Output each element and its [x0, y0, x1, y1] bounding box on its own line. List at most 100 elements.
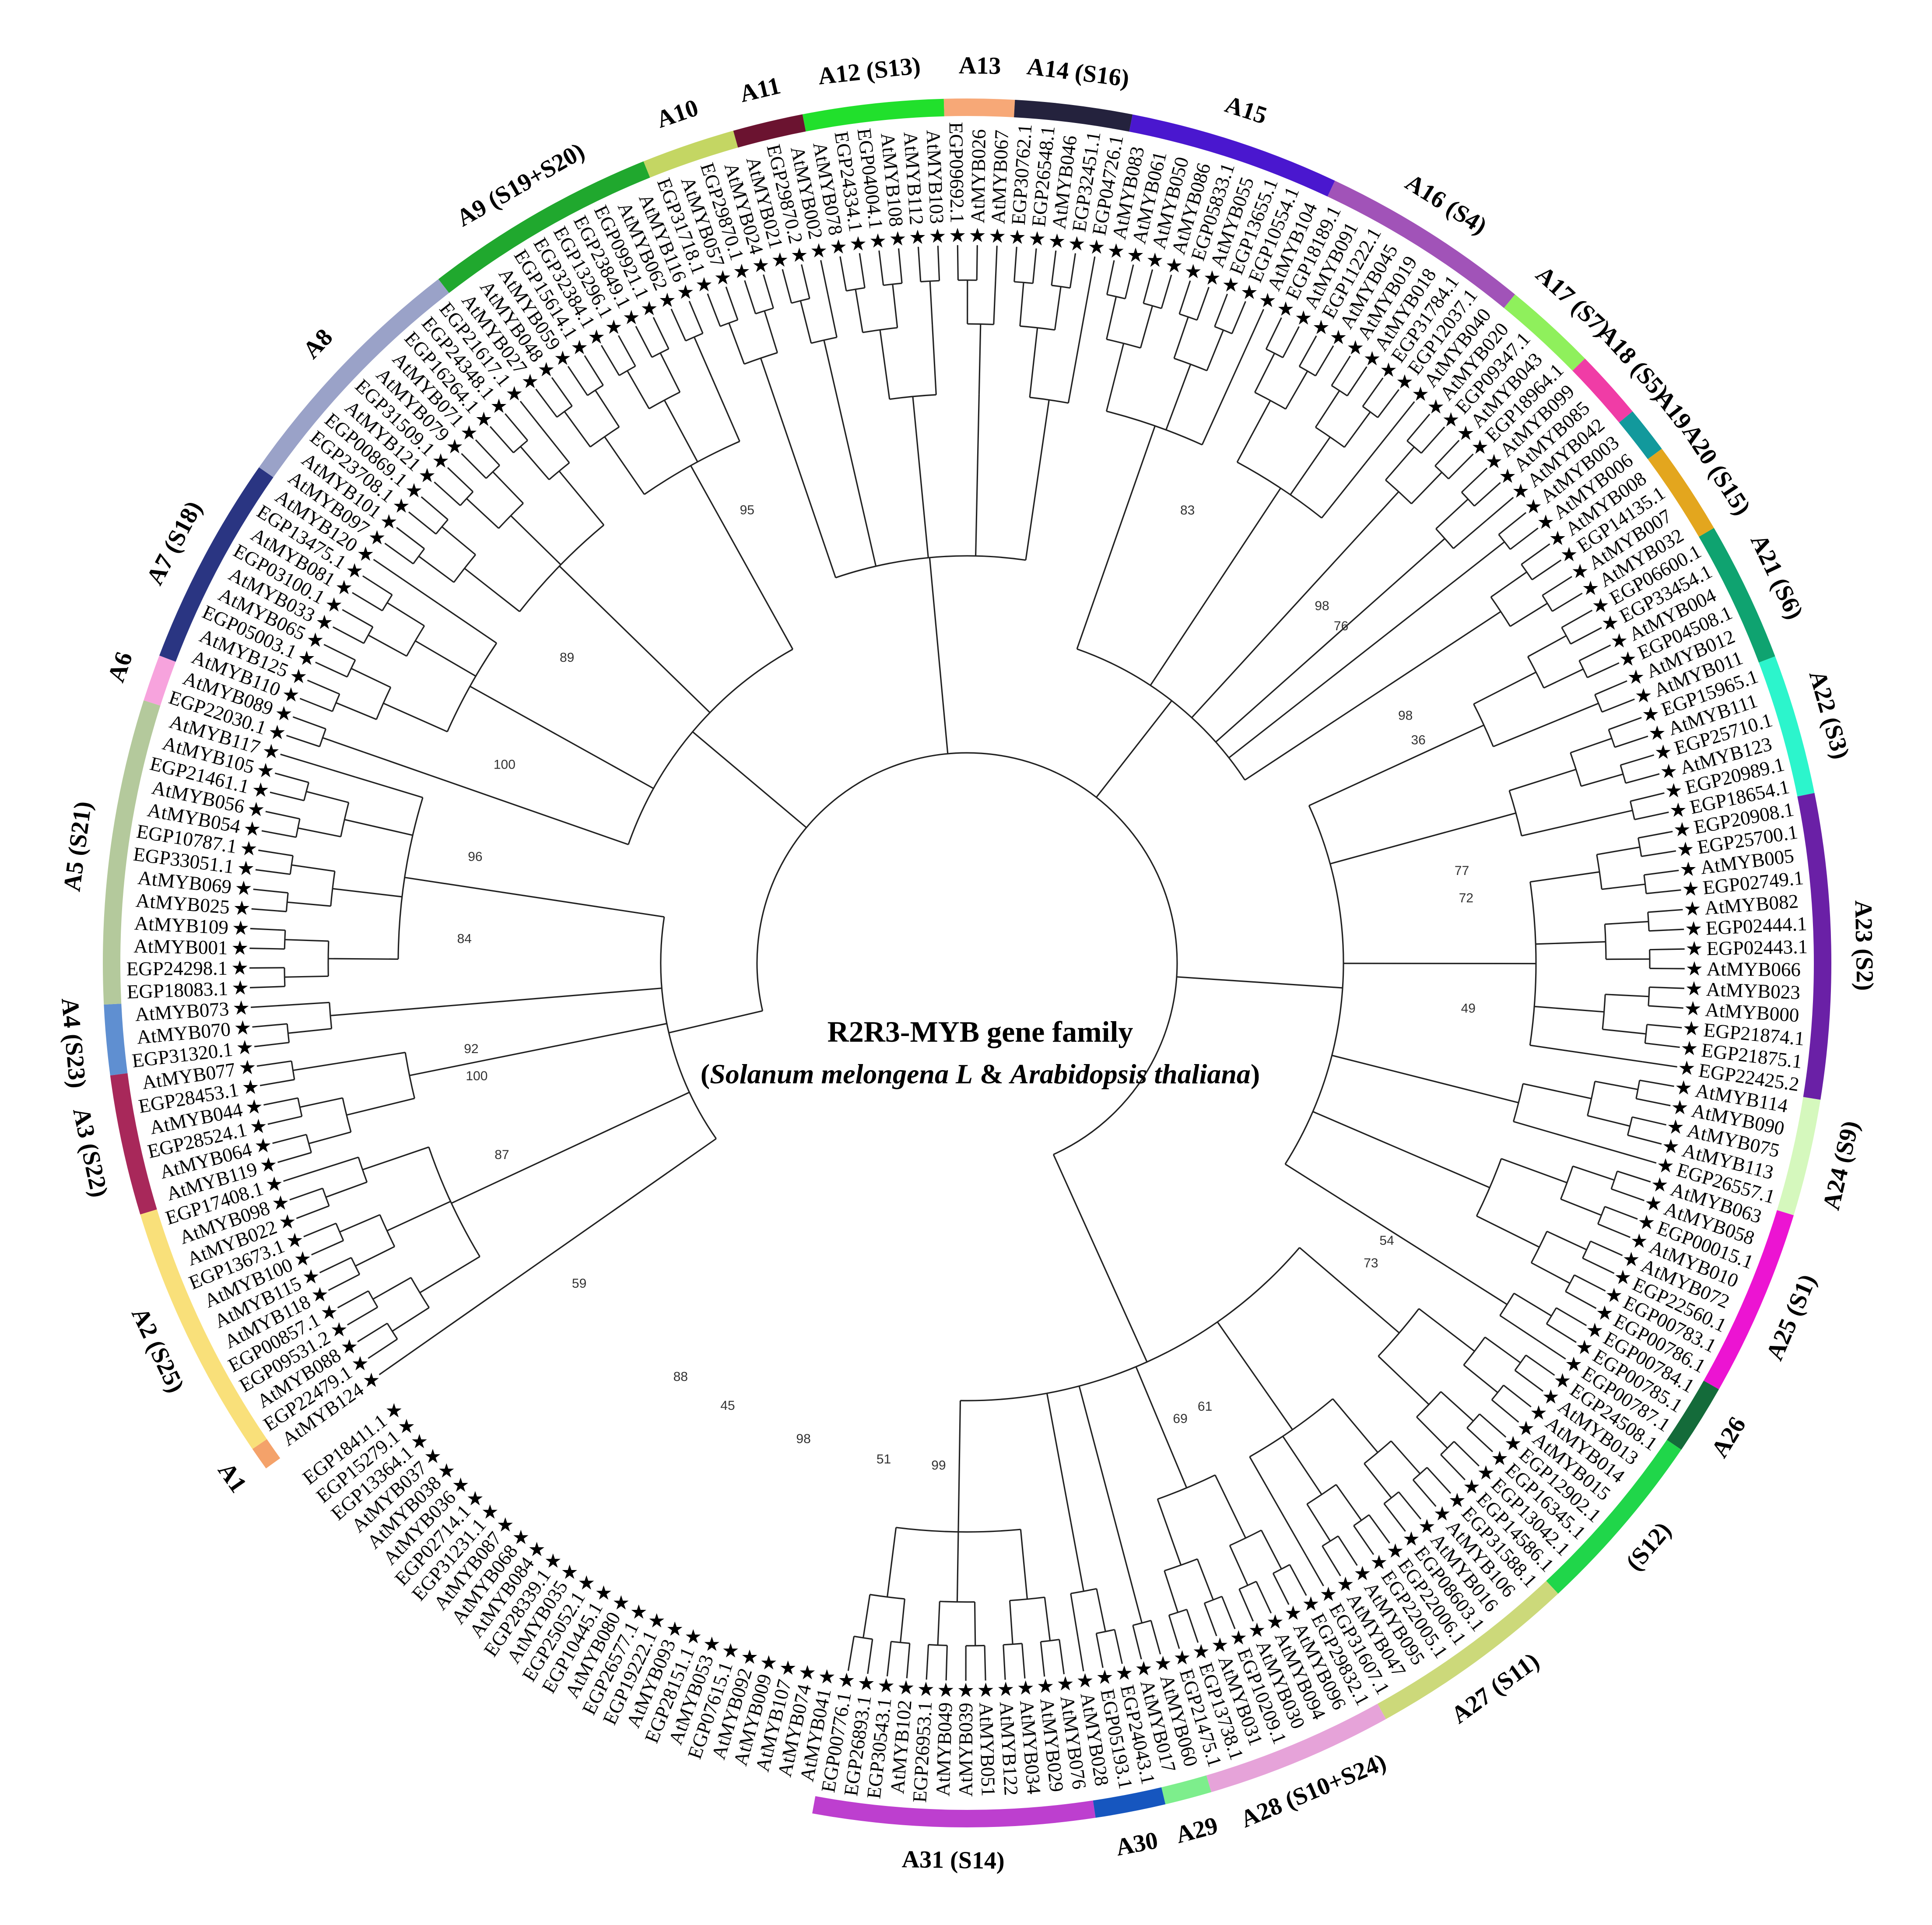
branch [1590, 1240, 1623, 1256]
branch [1453, 1441, 1480, 1467]
branch [1077, 1637, 1084, 1672]
solanum-marker: ★ [1601, 612, 1619, 634]
branch [347, 1307, 378, 1326]
branch [407, 1329, 444, 1356]
branch [1069, 253, 1076, 288]
branch [1503, 1384, 1532, 1408]
branch [339, 1214, 380, 1233]
branch [319, 1257, 352, 1274]
clade-arc [110, 1073, 157, 1215]
arabidopsis-marker: ★ [957, 1679, 975, 1701]
branch [384, 543, 414, 565]
branch [1282, 326, 1300, 358]
branch [1186, 1609, 1199, 1643]
leaf-label: AtMYB026 [967, 129, 990, 224]
arabidopsis-marker: ★ [1635, 685, 1652, 706]
arabidopsis-marker: ★ [989, 225, 1006, 247]
solanum-marker: ★ [231, 977, 249, 999]
branch [801, 264, 810, 299]
branch [1312, 1111, 1490, 1188]
solanum-marker: ★ [346, 560, 363, 582]
arabidopsis-marker: ★ [1337, 1573, 1354, 1595]
branch [1029, 327, 1038, 398]
branch [421, 496, 449, 520]
branch [1582, 1258, 1615, 1274]
branch [379, 1354, 409, 1376]
branch [519, 524, 604, 612]
arabidopsis-marker: ★ [1146, 249, 1164, 271]
branch [1513, 1293, 1552, 1317]
bootstrap-value: 99 [931, 1458, 946, 1473]
branch [1602, 698, 1635, 713]
branch [846, 287, 865, 292]
leaf-label: AtMYB039 [955, 1703, 977, 1797]
solanum-marker: ★ [1678, 1057, 1695, 1079]
branch [541, 428, 570, 464]
clade-arc [1797, 793, 1831, 1100]
arabidopsis-marker: ★ [521, 370, 539, 392]
solanum-marker: ★ [1009, 226, 1026, 248]
branch [1178, 280, 1191, 314]
branch [1556, 1307, 1587, 1326]
arabidopsis-marker: ★ [1427, 396, 1445, 418]
branch [1284, 805, 1344, 1165]
solanum-marker: ★ [475, 408, 492, 430]
arabidopsis-marker: ★ [977, 1679, 995, 1701]
solanum-marker: ★ [1665, 780, 1683, 802]
branch [351, 1257, 361, 1275]
solanum-marker: ★ [733, 260, 750, 282]
bootstrap-value: 59 [572, 1276, 586, 1291]
arabidopsis-marker: ★ [1683, 898, 1701, 920]
branch [1344, 411, 1371, 448]
solanum-marker: ★ [1230, 1627, 1247, 1649]
arabidopsis-marker: ★ [1248, 1619, 1266, 1641]
branch [1285, 371, 1308, 410]
clade-arc [1648, 449, 1714, 537]
clade-label: A14 (S16) [1025, 53, 1131, 92]
branch [451, 1092, 690, 1204]
branch [336, 1051, 406, 1064]
branch [1581, 773, 1623, 787]
branch [286, 1024, 290, 1043]
solanum-marker: ★ [849, 233, 867, 255]
branch [1255, 1581, 1272, 1614]
solanum-marker: ★ [1596, 1302, 1613, 1324]
branch [1249, 1398, 1333, 1458]
bootstrap-value: 87 [494, 1148, 509, 1162]
arabidopsis-marker: ★ [1644, 1193, 1662, 1215]
branch [1383, 1503, 1406, 1532]
branch [1221, 1596, 1236, 1630]
branch [1542, 595, 1553, 612]
branch [1305, 1555, 1324, 1587]
branch [1622, 1152, 1657, 1164]
branch [892, 284, 898, 328]
clade-label: A25 (S1) [1761, 1270, 1822, 1364]
branch [1605, 920, 1649, 925]
solanum-marker: ★ [1463, 1476, 1480, 1498]
branch [1096, 1588, 1106, 1632]
arabidopsis-marker: ★ [1259, 290, 1276, 312]
clade-ring [102, 98, 1831, 1827]
branch [1206, 330, 1224, 371]
branch [1595, 1081, 1638, 1090]
clade-arc [1572, 358, 1633, 423]
arabidopsis-marker: ★ [1630, 1230, 1648, 1252]
clade-label: A6 [102, 648, 138, 685]
arabidopsis-marker: ★ [771, 249, 789, 271]
clade-arc [1161, 1775, 1212, 1805]
branch [692, 731, 807, 829]
arabidopsis-marker: ★ [528, 1539, 546, 1560]
branch [351, 667, 391, 688]
solanum-marker: ★ [588, 326, 605, 348]
branch [764, 310, 778, 353]
branch [1587, 662, 1620, 678]
branch [744, 280, 757, 314]
branch [277, 1152, 312, 1163]
clade-label: A13 [959, 52, 1001, 80]
solanum-marker: ★ [1686, 938, 1703, 960]
clade-arc [1093, 1787, 1166, 1818]
branch [1229, 1545, 1248, 1586]
branch [1411, 471, 1443, 505]
arabidopsis-marker: ★ [714, 267, 732, 289]
branch [1412, 1479, 1437, 1507]
